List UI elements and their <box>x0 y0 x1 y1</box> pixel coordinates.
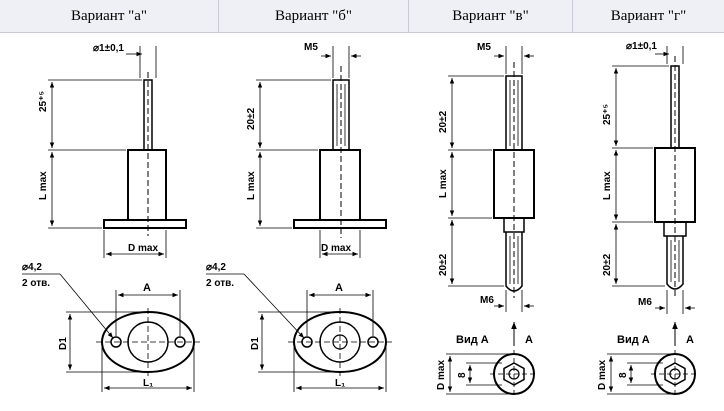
variant-a-pin-length: 25⁺⁵ <box>38 91 49 112</box>
variant-v-arrow-label: A <box>525 334 533 346</box>
variant-b-pin-length: 20±2 <box>246 107 257 130</box>
variant-a-plate-height: D1 <box>58 337 69 350</box>
variant-v-side-view <box>448 46 535 346</box>
variant-v-pin-length: 20±2 <box>438 110 449 133</box>
variant-b-plate-height: D1 <box>250 337 261 350</box>
variant-a-top-view <box>22 273 200 392</box>
variant-g-body-length: L max <box>602 171 613 200</box>
variant-g-side-view <box>612 46 696 346</box>
technical-drawing: ⌀1±0,1 25⁺⁵ L max D max ⌀4,2 2 отв. A D1… <box>22 41 699 398</box>
variant-a-body-length: L max <box>38 171 49 200</box>
header-variant-v: Вариант "в" <box>452 8 529 24</box>
header-variant-g: Вариант "г" <box>610 8 687 24</box>
variant-a-hole-count: 2 отв. <box>22 278 50 289</box>
variant-g-bottom-length: 20±2 <box>602 253 613 276</box>
variant-g-bottom-thread: M6 <box>638 297 652 308</box>
variant-b-side-view <box>256 46 387 258</box>
variant-g-hex-size: 8 <box>618 372 629 378</box>
variant-g-view-label: Вид А <box>617 334 650 346</box>
variant-b-plate-width: A <box>335 282 343 294</box>
variant-a-base-width: D max <box>128 243 158 254</box>
variant-a-plate-width: A <box>143 282 151 294</box>
header-divider <box>218 0 219 32</box>
variant-b-top-view <box>206 273 392 392</box>
variant-v-top-thread: M5 <box>477 42 491 53</box>
variant-g-body-width: D max <box>597 360 608 390</box>
variant-v-bottom-length: 20±2 <box>438 253 449 276</box>
variant-b-thread: M5 <box>304 42 318 53</box>
variant-header-row: Вариант "а" Вариант "б" Вариант "в" Вари… <box>0 0 724 33</box>
variant-v-view-label: Вид А <box>456 334 489 346</box>
variant-g-bottom-view <box>607 350 699 398</box>
variant-g-pin-length: 25⁺⁵ <box>602 104 613 125</box>
variant-a-side-view <box>48 46 187 258</box>
variant-v-body-length: L max <box>438 169 449 198</box>
variant-b-base-width: D max <box>321 243 351 254</box>
variant-b-overall-length: L₁ <box>335 378 345 389</box>
variant-a-hole-diameter: ⌀4,2 <box>22 262 42 273</box>
variant-v-body-width: D max <box>436 360 447 390</box>
variant-b-body-length: L max <box>246 171 257 200</box>
header-divider <box>572 0 573 32</box>
variant-v-hex-size: 8 <box>457 372 468 378</box>
variant-a-overall-length: L₁ <box>143 378 153 389</box>
variant-a-pin-diameter: ⌀1±0,1 <box>93 43 124 54</box>
header-variant-b: Вариант "б" <box>274 8 353 24</box>
variant-b-hole-diameter: ⌀4,2 <box>206 262 226 273</box>
header-divider <box>408 0 409 32</box>
variant-v-bottom-thread: M6 <box>480 295 494 306</box>
variant-b-hole-count: 2 отв. <box>206 278 234 289</box>
variant-g-pin-diameter: ⌀1±0,1 <box>626 41 657 52</box>
variant-g-arrow-label: A <box>686 334 694 346</box>
variant-v-bottom-view <box>446 350 538 398</box>
header-variant-a: Вариант "а" <box>70 8 148 24</box>
